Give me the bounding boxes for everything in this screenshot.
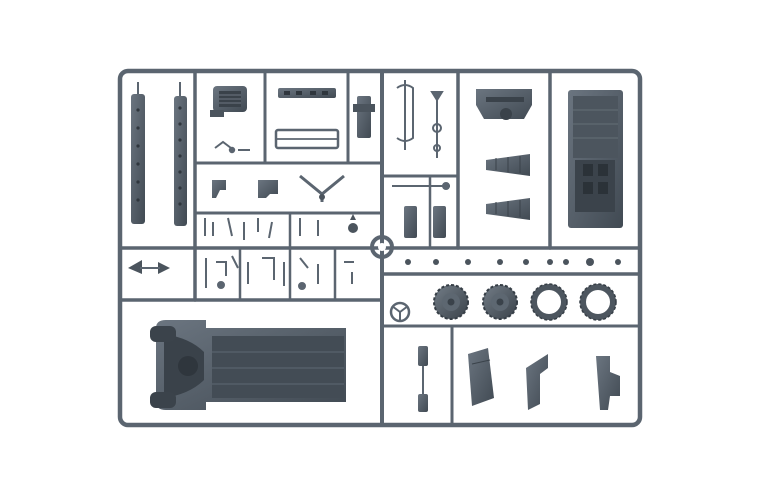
part-wheel-hub-1 [433, 284, 469, 320]
part-small-bracket [353, 96, 375, 138]
part-small-pins-row [204, 214, 358, 240]
part-fender-lower [486, 198, 530, 220]
part-seat-pair [404, 206, 446, 238]
part-tire-ring-2 [579, 283, 617, 321]
part-mirror-right [258, 180, 278, 198]
part-v-frame [299, 174, 345, 202]
part-long-rail-right [174, 82, 187, 226]
part-fender-upper [486, 154, 530, 176]
part-long-rail-left [131, 82, 145, 224]
part-seat-small [418, 346, 428, 412]
part-truck-bed [568, 90, 623, 228]
part-antenna-handles [396, 80, 444, 158]
part-knobs-row [405, 258, 621, 266]
part-tire-ring-1 [530, 283, 568, 321]
part-running-board-right [596, 356, 620, 410]
part-gear-stick [392, 182, 450, 190]
part-fender-panel [468, 348, 494, 406]
part-radiator-grille [210, 86, 247, 117]
part-bumper-frame [274, 128, 340, 150]
part-levers [214, 140, 250, 154]
part-front-hood [476, 89, 532, 120]
part-chassis-hull [150, 320, 346, 410]
part-triangle-brackets [128, 260, 170, 274]
part-small-fittings [205, 255, 354, 290]
part-running-board-left [526, 354, 548, 410]
sprue-hub [370, 235, 394, 259]
part-wheel-hub-2 [482, 284, 518, 320]
part-mirror-left [212, 180, 226, 198]
part-dashboard-bar [278, 88, 336, 98]
part-steering-wheel [389, 301, 411, 323]
sprue-frame [117, 68, 643, 428]
